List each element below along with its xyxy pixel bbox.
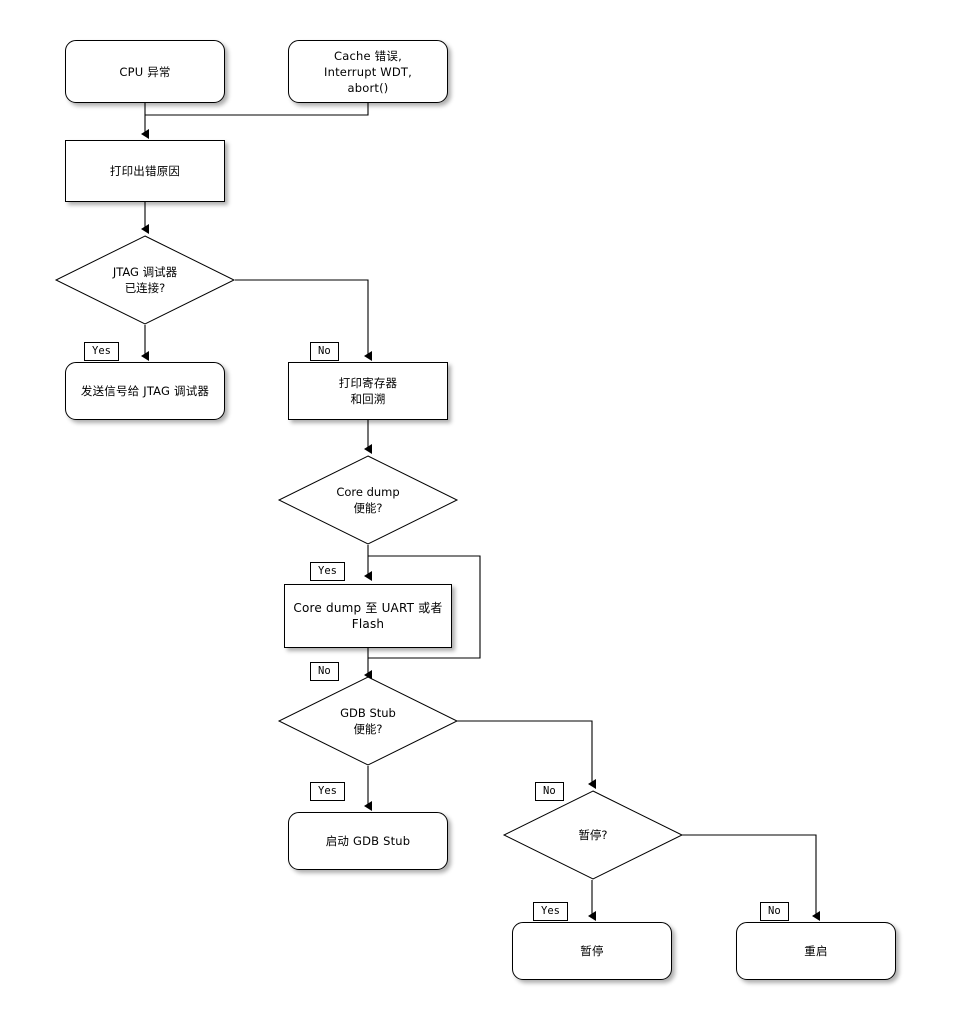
node-core-dump-to-label: Core dump 至 UART 或者 Flash — [293, 601, 443, 631]
node-core-dump-enabled-label: Core dump 便能? — [336, 485, 400, 515]
node-cache-error-label: Cache 错误, Interrupt WDT, abort() — [324, 48, 412, 95]
node-jtag-connected[interactable]: JTAG 调试器 已连接? — [54, 235, 237, 327]
node-halt-decision-label: 暂停? — [578, 828, 608, 842]
node-gdb-stub-enabled-label: GDB Stub 便能? — [340, 706, 396, 736]
node-halt[interactable]: 暂停 — [512, 922, 672, 980]
edge-label-coredump-no: No — [310, 662, 339, 681]
node-print-reason[interactable]: 打印出错原因 — [65, 140, 225, 202]
edge-gdbstub-no — [448, 720, 596, 789]
edge-label-jtag-no: No — [310, 342, 339, 361]
node-cache-error[interactable]: Cache 错误, Interrupt WDT, abort() — [288, 40, 448, 103]
node-core-dump-to[interactable]: Core dump 至 UART 或者 Flash — [284, 584, 452, 648]
edge-label-coredump-yes: Yes — [310, 562, 345, 581]
node-print-registers[interactable]: 打印寄存器 和回溯 — [288, 362, 448, 420]
edge-jtag-no — [235, 279, 372, 361]
edge-label-halt-yes: Yes — [533, 902, 568, 921]
node-send-signal-jtag[interactable]: 发送信号给 JTAG 调试器 — [65, 362, 225, 420]
node-gdb-stub-enabled[interactable]: GDB Stub 便能? — [277, 676, 460, 768]
edge-label-gdbstub-no: No — [535, 782, 564, 801]
node-cpu-exception-label: CPU 异常 — [119, 64, 171, 79]
node-reboot[interactable]: 重启 — [736, 922, 896, 980]
node-start-gdb-stub[interactable]: 启动 GDB Stub — [288, 812, 448, 870]
edge-label-halt-no: No — [760, 902, 789, 921]
node-core-dump-enabled[interactable]: Core dump 便能? — [277, 455, 460, 547]
edge-halt-no — [682, 834, 820, 921]
node-halt-label: 暂停 — [580, 944, 604, 958]
node-send-signal-jtag-label: 发送信号给 JTAG 调试器 — [80, 384, 210, 398]
edge-cache-to-merge — [145, 103, 369, 116]
node-jtag-connected-label: JTAG 调试器 已连接? — [112, 265, 178, 295]
node-print-registers-label: 打印寄存器 和回溯 — [338, 376, 398, 406]
node-print-reason-label: 打印出错原因 — [109, 164, 181, 178]
edge-label-jtag-yes: Yes — [84, 342, 119, 361]
node-cpu-exception[interactable]: CPU 异常 — [65, 40, 225, 103]
edge-label-gdbstub-yes: Yes — [310, 782, 345, 801]
node-start-gdb-stub-label: 启动 GDB Stub — [325, 834, 411, 848]
node-reboot-label: 重启 — [804, 944, 828, 958]
node-halt-decision[interactable]: 暂停? — [502, 790, 685, 882]
